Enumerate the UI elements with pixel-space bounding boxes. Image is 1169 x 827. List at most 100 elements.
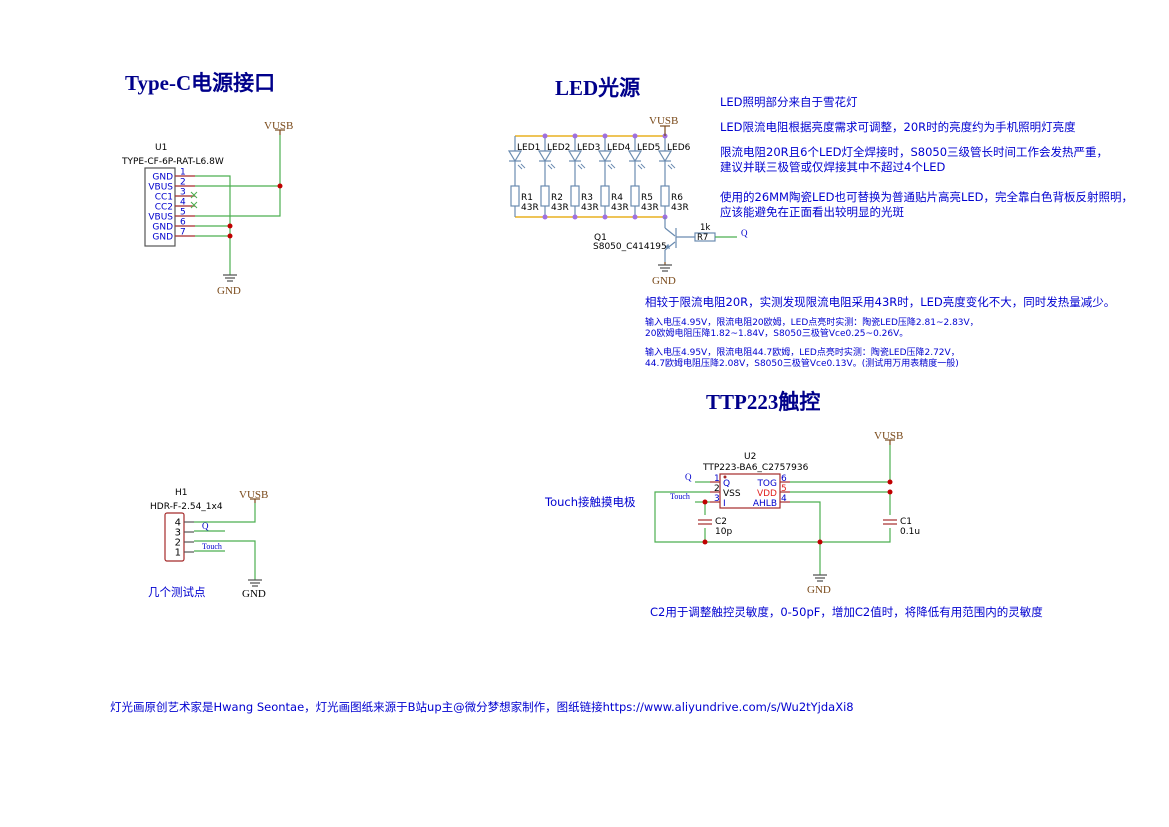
bus-junction [602,214,608,220]
typec-section-title: Type-C电源接口 [125,71,276,95]
junction [887,489,893,495]
ttp223-note: C2用于调整触控灵敏度，0-50pF，增加C2值时，将降低有用范围内的灵敏度 [650,605,1043,619]
bus-junction [602,133,608,139]
resistor-body[interactable] [510,185,520,207]
led-note-1: LED照明部分来自于雪花灯 [720,95,858,109]
resistor-ref: R3 [581,193,593,203]
u1-body [144,167,176,247]
net-label-q: Q [685,472,692,482]
resistor-value: 43R [581,203,599,213]
r7-value: 1k [700,223,710,233]
power-label: VUSB [874,430,903,442]
ground-label: GND [242,588,266,600]
h1-pin-number: 4 [175,518,181,529]
junction [227,223,233,229]
led-diode-icon[interactable] [627,150,643,163]
h1-part: HDR-F-2.54_1x4 [150,502,223,512]
led-gnd-symbol: GND [652,262,676,287]
q1-ref: Q1 [594,233,607,243]
net-label-q: Q [202,521,209,531]
wire-gnd [195,175,231,275]
header-gnd-symbol: GND [242,579,266,600]
u1-pin-number: 4 [180,198,186,208]
u1-pin-number: 7 [180,228,186,238]
resistor-body[interactable] [630,185,640,207]
u1-pin-name: GND [152,223,173,233]
nc-cc1-icon [190,191,198,199]
u2-pin-name: VDD [757,489,777,499]
led-array: LED1R143RLED2R243RLED3R343RLED4R443RLED5… [507,133,691,220]
u1-pin-number: 6 [180,218,186,228]
light-emission-icon [577,163,586,170]
led-diode-icon[interactable] [507,150,523,163]
wire-vbus-5 [195,135,281,217]
led-test-detail-1: 输入电压4.95V，限流电阻20欧姆，LED点亮时实测：陶瓷LED压降2.81~… [645,318,979,328]
u2-pin-number: 6 [781,474,787,484]
u2-pin-number: 4 [781,494,787,504]
resistor-value: 43R [611,203,629,213]
led-diode-icon[interactable] [567,150,583,163]
resistor-body[interactable] [540,185,550,207]
c1-capacitor[interactable] [883,519,897,525]
u1-ref: U1 [155,143,167,153]
footer-credit: 灯光画原创艺术家是Hwang Seontae，灯光画图纸来源于B站up主@微分梦… [110,700,854,714]
u1-pin-name: VBUS [148,213,173,223]
light-emission-icon [517,163,526,170]
r7-ref: R7 [697,233,708,243]
led-ref: LED3 [577,143,600,153]
h1-ref: H1 [175,488,188,498]
c1-value: 0.1u [900,527,920,537]
u2-pin-name: I [723,499,726,509]
resistor-body[interactable] [570,185,580,207]
resistor-ref: R4 [611,193,623,203]
q1-transistor[interactable] [664,217,695,262]
u2-pin-number: 2 [714,484,720,494]
u1-part: TYPE-CF-6P-RAT-L6.8W [121,157,224,167]
header-vusb-symbol: VUSB [239,489,268,503]
u1-pin-name: GND [152,173,173,183]
u2-pin-name: AHLB [753,499,777,509]
led-test-detail-3: 输入电压4.95V，限流电阻44.7欧姆，LED点亮时实测：陶瓷LED压降2.7… [645,348,960,358]
bus-junction [542,133,548,139]
u2-pin-name: VSS [723,489,741,499]
c2-capacitor[interactable] [698,519,712,525]
typec-wires [195,135,281,275]
led-note-3a: 限流电阻20R且6个LED灯全焊接时，S8050三级管长时间工作会发热严重， [720,145,1109,159]
bus-junction [572,133,578,139]
power-label: VUSB [264,120,293,132]
led-diode-icon[interactable] [597,150,613,163]
c2-value: 10p [715,527,732,537]
ttp223-section-title: TTP223触控 [706,390,821,414]
header-caption: 几个测试点 [148,585,206,599]
resistor-value: 43R [521,203,539,213]
led-diode-icon[interactable] [657,150,673,163]
pin1-dot [723,475,727,479]
resistor-body[interactable] [660,185,670,207]
u2-pin-number: 3 [714,494,720,504]
junction [702,539,708,545]
bus-junction [632,214,638,220]
led-vusb-symbol: VUSB [649,115,678,136]
u2-pin-name: Q [723,479,730,489]
resistor-value: 43R [641,203,659,213]
bus-junction [572,214,578,220]
resistor-ref: R5 [641,193,653,203]
u2-part: TTP223-BA6_C2757936 [702,463,809,473]
bus-junction [542,214,548,220]
nc-markers [190,191,198,209]
led-test-summary: 相较于限流电阻20R，实测发现限流电阻采用43R时，LED亮度变化不大，同时发热… [645,295,1116,309]
led-ref: LED1 [517,143,540,153]
ttp223-vusb-symbol: VUSB [874,430,903,445]
c1-ref: C1 [900,517,912,527]
resistor-body[interactable] [600,185,610,207]
ground-label: GND [807,584,831,596]
u1-pin-name: CC1 [155,193,173,203]
led-diode-icon[interactable] [537,150,553,163]
net-label-q: Q [741,228,748,238]
